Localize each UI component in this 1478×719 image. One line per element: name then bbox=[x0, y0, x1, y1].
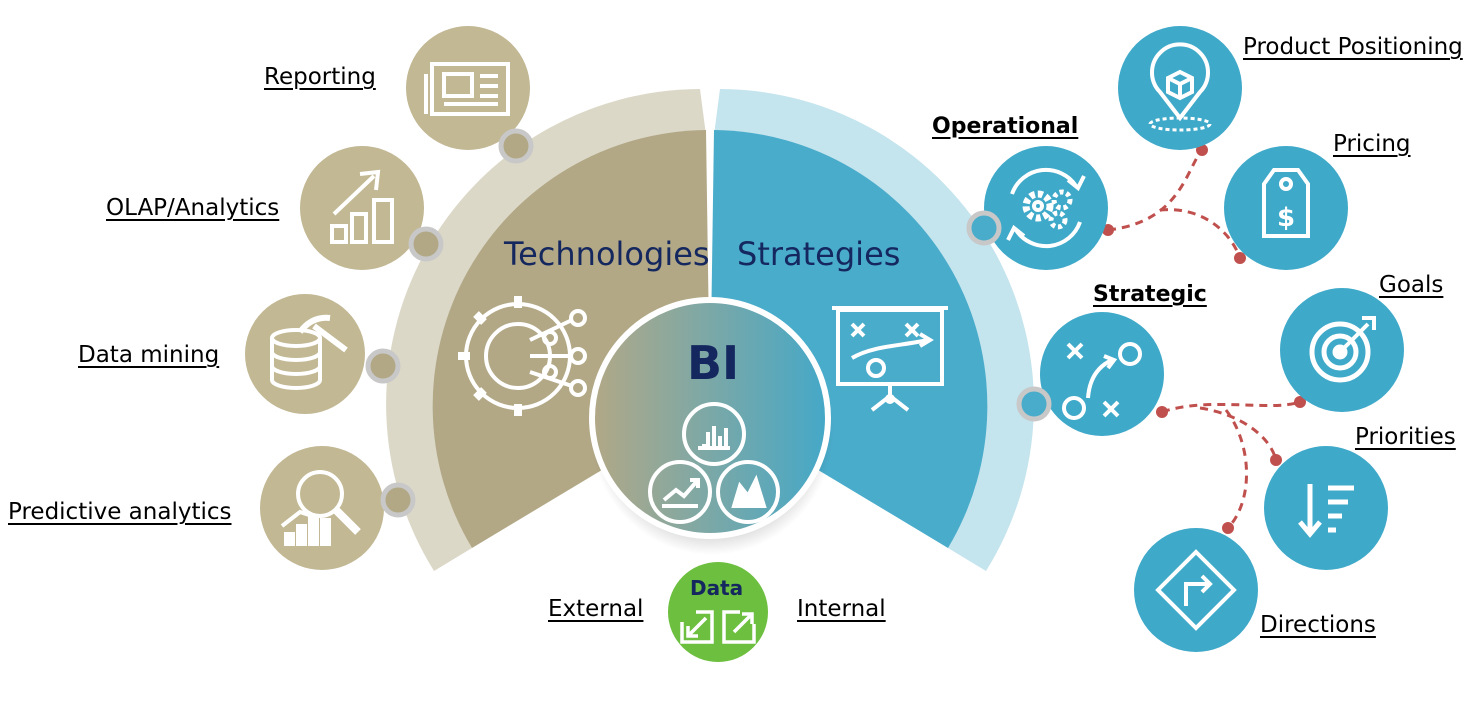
bi-title: BI bbox=[687, 336, 740, 390]
label-reporting: Reporting bbox=[264, 64, 376, 90]
label-directions: Directions bbox=[1260, 612, 1376, 638]
sort-descending-icon bbox=[1298, 484, 1354, 538]
label-strategic: Strategic bbox=[1093, 282, 1207, 307]
data-mining-circle bbox=[245, 294, 365, 414]
goals-circle bbox=[1280, 288, 1404, 412]
label-pricing: Pricing bbox=[1333, 131, 1411, 157]
priorities-circle bbox=[1264, 446, 1388, 570]
analytics-triangle-icon bbox=[648, 402, 780, 524]
newspaper-icon bbox=[424, 62, 510, 116]
label-priorities: Priorities bbox=[1355, 424, 1456, 450]
map-pin-box-icon bbox=[1148, 42, 1212, 132]
target-icon bbox=[1309, 316, 1376, 383]
strategies-outer-arc bbox=[714, 89, 1034, 571]
data-title: Data bbox=[690, 576, 744, 600]
gear-network-icon bbox=[458, 296, 587, 416]
label-data-mining: Data mining bbox=[78, 342, 220, 368]
growth-chart-icon bbox=[330, 169, 394, 244]
directions-circle bbox=[1134, 528, 1258, 652]
label-product-positioning: Product Positioning bbox=[1243, 34, 1463, 60]
magnifier-chart-icon bbox=[280, 470, 361, 546]
gears-cycle-icon bbox=[1006, 167, 1086, 249]
reporting-circle bbox=[406, 26, 530, 150]
strategy-board-icon bbox=[832, 306, 948, 412]
strategies-title: Strategies bbox=[737, 235, 901, 273]
direction-sign-icon bbox=[1155, 549, 1237, 631]
operational-circle bbox=[984, 146, 1108, 270]
technologies-outer-arc bbox=[386, 89, 706, 571]
strategic-circle bbox=[1040, 312, 1164, 436]
predictive-analytics-circle bbox=[260, 446, 384, 570]
connectors bbox=[1107, 149, 1301, 530]
olap-analytics-circle bbox=[300, 146, 424, 270]
connector-dots bbox=[1102, 144, 1306, 534]
label-predictive-analytics: Predictive analytics bbox=[8, 499, 232, 525]
strategy-knobs bbox=[966, 210, 1052, 422]
database-pickaxe-icon bbox=[270, 314, 348, 390]
external-internal-arrows-icon bbox=[680, 610, 756, 644]
technology-knobs bbox=[365, 128, 534, 518]
label-goals: Goals bbox=[1379, 272, 1444, 298]
pricing-circle: $ bbox=[1224, 146, 1348, 270]
product-positioning-circle bbox=[1118, 26, 1242, 150]
label-operational: Operational bbox=[932, 114, 1079, 139]
bi-circle bbox=[589, 297, 831, 539]
label-olap-analytics: OLAP/Analytics bbox=[106, 195, 280, 221]
play-strategy-icon bbox=[1062, 342, 1142, 420]
label-internal: Internal bbox=[797, 596, 886, 622]
price-tag-icon: $ bbox=[1262, 168, 1310, 238]
svg-text:$: $ bbox=[1277, 203, 1295, 233]
label-external: External bbox=[548, 596, 644, 622]
technologies-title: Technologies bbox=[504, 235, 710, 273]
